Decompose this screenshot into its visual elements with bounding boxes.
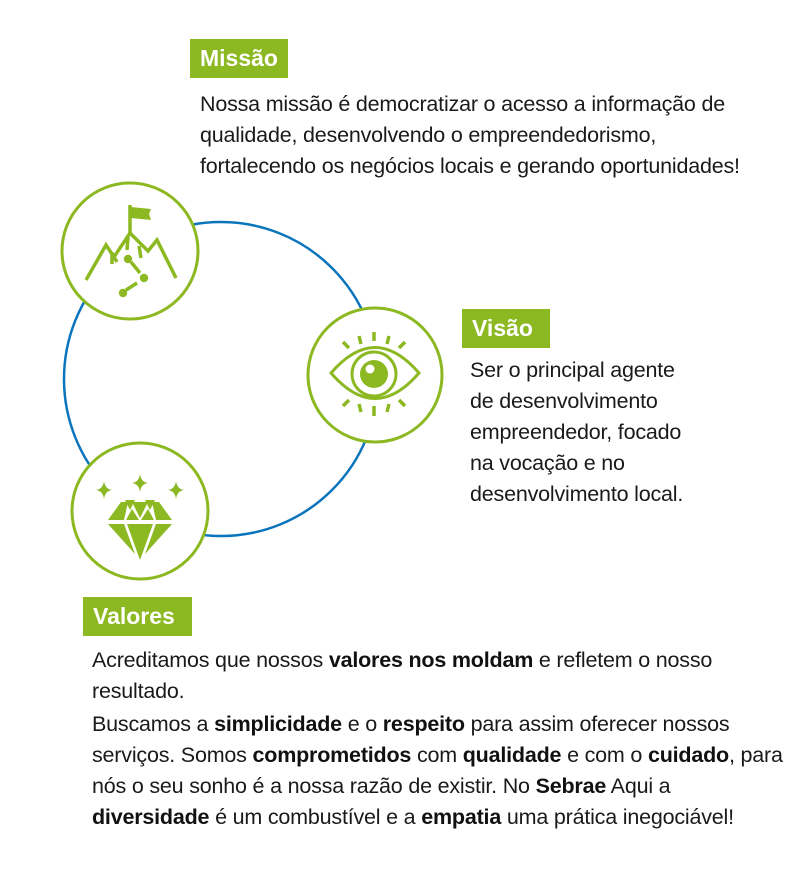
- emphasis-text: comprometidos: [252, 743, 412, 767]
- emphasis-text: simplicidade: [214, 712, 342, 736]
- text-run: e com o: [561, 743, 648, 767]
- emphasis-text: respeito: [382, 712, 465, 736]
- eye-icon: [306, 306, 444, 444]
- visao-line: de desenvolvimento: [470, 389, 658, 413]
- emphasis-text: qualidade: [462, 743, 562, 767]
- visao-line: Ser o principal agente: [470, 358, 675, 382]
- text-run: Aqui a: [606, 774, 671, 798]
- text-run: para assim oferecer nossos serviços. Som…: [92, 712, 730, 767]
- visao-text: Ser o principal agente de desenvolviment…: [470, 355, 770, 510]
- valores-paragraph-2: Buscamos a simplicidade e o respeito par…: [92, 709, 792, 833]
- text-run: Buscamos a: [92, 712, 215, 736]
- text-run: e o: [341, 712, 383, 736]
- text-run: com: [411, 743, 463, 767]
- diamond-icon: [70, 441, 210, 581]
- emphasis-text: Sebrae: [535, 774, 607, 798]
- emphasis-text: diversidade: [92, 805, 210, 829]
- visao-line: desenvolvimento local.: [470, 482, 684, 506]
- text-run: , para nós o seu sonho é a nossa razão d…: [92, 743, 783, 798]
- visao-heading: Visão: [462, 309, 550, 348]
- missao-text: Nossa missão é democratizar o acesso a i…: [200, 92, 740, 178]
- emphasis-text: cuidado: [647, 743, 729, 767]
- text-run: e refletem o nosso resultado.: [92, 648, 713, 703]
- text-run: uma prática inegociável!: [501, 805, 734, 829]
- visao-line: empreendedor, focado: [470, 420, 682, 444]
- text-run: é um combustível e a: [209, 805, 422, 829]
- missao-heading: Missão: [190, 39, 288, 78]
- emphasis-text: empatia: [421, 805, 502, 829]
- emphasis-text: valores nos moldam: [328, 648, 534, 672]
- text-run: Acreditamos que nossos: [92, 648, 329, 672]
- visao-line: na vocação e no: [470, 451, 625, 475]
- mountain-flag-icon: [60, 181, 200, 321]
- valores-heading: Valores: [83, 597, 192, 636]
- valores-paragraph-1: Acreditamos que nossos valores nos molda…: [92, 645, 772, 707]
